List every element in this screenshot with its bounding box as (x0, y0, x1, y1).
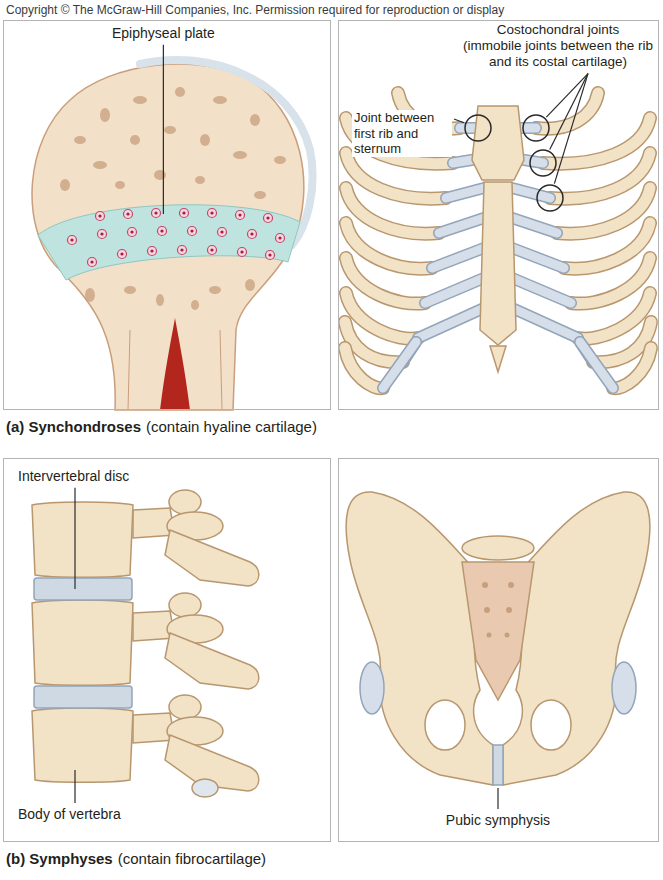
part-label: Body of vertebra (18, 806, 121, 823)
rib-part (512, 218, 557, 233)
rib-part (418, 308, 484, 338)
rib-part (512, 188, 550, 198)
rib-part (557, 188, 650, 234)
figure-caption: (contain fibrocartilage) (118, 850, 266, 868)
rib-part (383, 342, 416, 388)
rib-part (557, 188, 650, 234)
leader-line (497, 788, 498, 809)
rib-part (571, 258, 650, 304)
rib-part (512, 278, 571, 303)
rib-part (571, 258, 650, 304)
rib-part (432, 248, 484, 268)
rib-part (346, 258, 425, 304)
rib-part (439, 218, 484, 233)
rib-part (425, 278, 484, 303)
rib-part (613, 348, 651, 388)
pelvis-illustration (346, 492, 650, 785)
leader-line (163, 45, 164, 214)
sternum-illustration (472, 106, 524, 372)
figure-panel: Intervertebral discBody of vertebra (3, 458, 331, 842)
rib-part (550, 153, 650, 199)
part-label: Joint between first rib and sternum (352, 110, 452, 157)
rib-part (512, 308, 578, 338)
leader-line (454, 119, 464, 123)
joint-circles (465, 115, 563, 211)
rib-part (512, 248, 564, 268)
rib-part (543, 118, 650, 164)
part-label: Pubic symphysis (446, 812, 550, 829)
leader-line (74, 488, 75, 589)
rib-part (543, 118, 650, 164)
rib-part (425, 278, 484, 303)
rib-part (512, 248, 564, 268)
part-label: Epiphyseal plate (112, 25, 215, 42)
rib-part (346, 153, 446, 199)
rib-part (564, 223, 650, 269)
vertebral-column-illustration (32, 490, 259, 797)
rib-part (345, 348, 383, 388)
rib-part (346, 258, 425, 304)
rib-part (432, 248, 484, 268)
rib-part (578, 293, 650, 339)
rib-part (536, 93, 598, 129)
rib-part (418, 308, 484, 338)
panel-ground (338, 458, 659, 842)
panel-ground (338, 20, 659, 410)
rib-part (512, 308, 578, 338)
rib-part (346, 188, 439, 234)
rib-part (439, 218, 484, 233)
figure-caption: (b) Symphyses (6, 850, 113, 868)
part-label: (immobile joints between the rib and its… (462, 38, 654, 70)
rib-part (346, 223, 432, 269)
rib-part (564, 223, 650, 269)
rib-part (346, 153, 446, 199)
rib-part (550, 153, 650, 199)
figure-panel: Pubic symphysis (338, 458, 659, 842)
rib-part (346, 293, 418, 339)
rib-part (345, 348, 383, 388)
panel-ground (3, 458, 331, 842)
rib-part (613, 348, 651, 388)
figure-caption: (contain hyaline cartilage) (146, 418, 317, 436)
copyright-note: Copyright © The McGraw-Hill Companies, I… (6, 3, 504, 17)
rib-cage-illustration (345, 93, 651, 388)
panel-ground (3, 20, 331, 410)
part-label: Intervertebral disc (18, 468, 129, 485)
figure-panel: Epiphyseal plate (3, 20, 331, 410)
rib-part (512, 188, 550, 198)
rib-part (512, 218, 557, 233)
rib-part (446, 188, 484, 198)
rib-part (580, 342, 613, 388)
humerus-illustration (32, 60, 313, 410)
rib-part (536, 93, 598, 129)
figure-caption: (a) Synchondroses (6, 418, 141, 436)
rib-part (346, 188, 439, 234)
rib-part (578, 293, 650, 339)
rib-part (383, 342, 416, 388)
figure-panel: Costochondral joints(immobile joints bet… (338, 20, 659, 410)
leader-line (554, 74, 588, 184)
rib-part (346, 223, 432, 269)
rib-part (580, 342, 613, 388)
rib-part (512, 278, 571, 303)
rib-part (346, 293, 418, 339)
leader-line (74, 770, 75, 803)
part-label: Costochondral joints (462, 22, 654, 38)
rib-part (446, 188, 484, 198)
